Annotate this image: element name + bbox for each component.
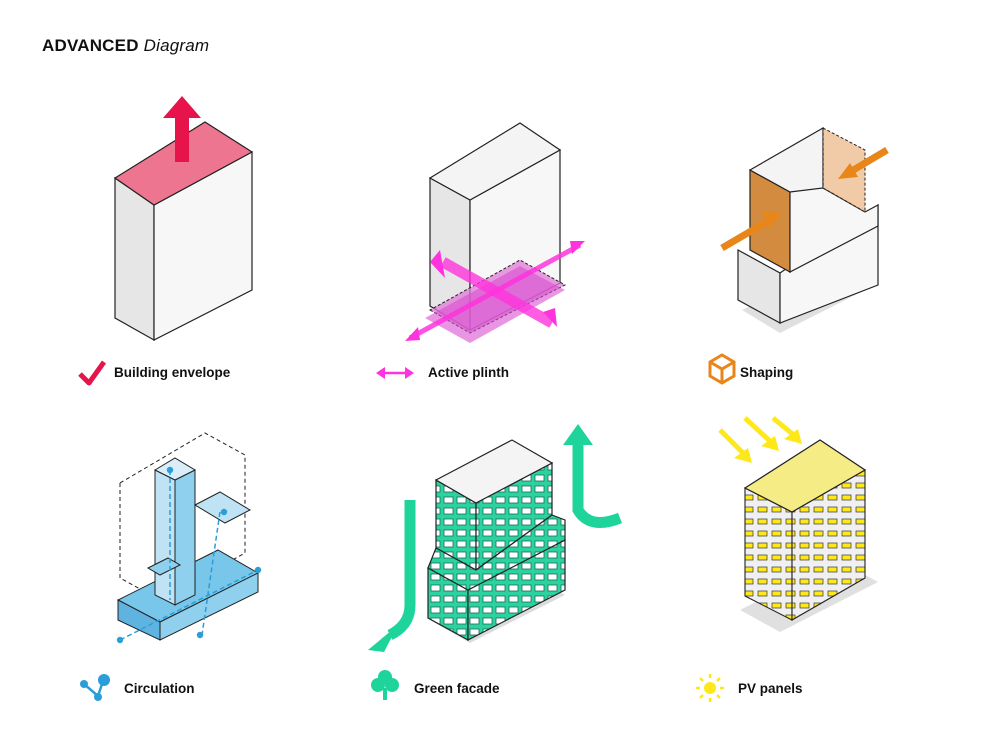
title-italic: Diagram [143,36,210,55]
double-arrow-icon [376,367,414,379]
label-pv-panels: PV panels [738,681,803,696]
pv-panels-illustration [718,416,878,632]
checkmark-icon [78,360,107,386]
shaping-illustration [720,126,889,333]
title-bold: ADVANCED [42,36,139,55]
circulation-illustration [116,432,262,644]
tree-icon [371,670,399,700]
cube-icon [708,353,736,385]
sun-icon [696,674,724,702]
page-title: ADVANCED Diagram [42,36,209,56]
green-facade-illustration [368,424,623,652]
label-circulation: Circulation [124,681,195,696]
label-shaping: Shaping [740,365,794,380]
active-plinth-illustration [405,122,585,343]
network-icon [80,674,110,701]
label-active-plinth: Active plinth [428,365,510,380]
building-envelope-illustration [113,96,254,342]
label-green-facade: Green facade [414,681,500,696]
up-arrow [163,96,201,162]
label-building-envelope: Building envelope [114,365,231,380]
